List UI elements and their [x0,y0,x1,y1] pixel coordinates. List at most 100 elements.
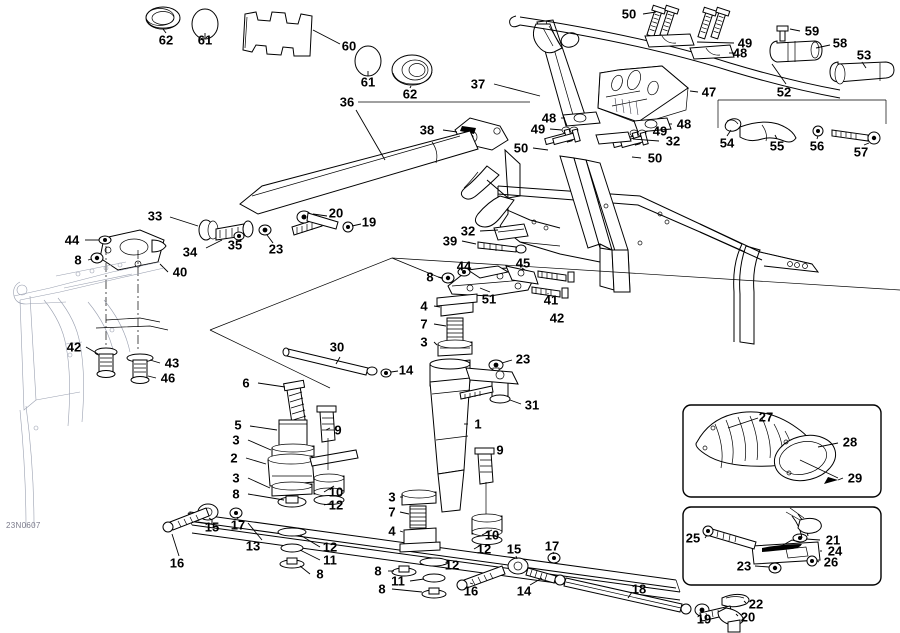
bellows-panel-frame [682,404,882,498]
callout-8e: 8 [374,563,382,579]
callout-23c: 23 [736,558,752,574]
callout-24: 24 [827,543,843,559]
callout-15: 15 [204,519,220,535]
callout-36: 36 [339,94,355,110]
callout-12b: 12 [322,539,338,555]
part-32-shim-lower [493,223,529,241]
callout-19b: 19 [696,611,712,627]
part-8-nut-c [391,565,417,577]
callout-55: 55 [769,138,785,154]
callout-53: 53 [856,47,872,63]
callout-6: 6 [242,375,250,391]
part-52-handlebar [509,15,841,99]
part-49-bracket-upper [644,33,695,48]
part-62-bushing-topleft [145,6,181,30]
callout-8f: 8 [378,581,386,597]
callout-40: 40 [172,264,188,280]
part-41-bolt-upper [537,270,575,283]
part-8-nut-d [421,587,447,599]
callout-38: 38 [419,122,435,138]
part-41-bolt-lower [531,286,569,299]
part-3-washer-b [271,481,313,497]
part-8-nut-mid [441,272,455,284]
part-10-spacer-right [471,513,503,537]
callout-4b: 4 [388,523,396,539]
callout-8d: 8 [316,566,324,582]
callout-48c: 48 [676,116,692,132]
callout-17: 17 [230,517,246,533]
part-59-bolt [776,25,789,42]
callout-2: 2 [230,450,238,466]
callout-49: 49 [737,35,753,51]
part-19-nut [342,221,354,233]
callout-10b: 10 [484,527,500,543]
part-9-bolt-left [316,405,337,443]
part-34-rod [215,220,254,241]
part-62-bushing-second [391,54,433,86]
part-39-pin [477,241,527,254]
part-50-bolts-upper-left [646,4,680,38]
part-12-washer-left [313,495,345,505]
part-40-bracket [99,229,167,271]
diagram-watermark: 23N0607 [6,521,41,530]
callout-8: 8 [74,252,82,268]
callout-4: 4 [420,298,428,314]
part-29-arrow [824,477,838,484]
callout-42: 42 [66,339,82,355]
callout-61b: 61 [360,74,376,90]
part-42-bolt [94,347,118,378]
callout-3e: 3 [388,489,396,505]
callout-48: 48 [732,45,748,61]
part-11-washer-b [280,543,304,553]
callout-62b: 62 [402,86,418,102]
callout-1: 1 [474,416,482,432]
part-1-shock-body [429,358,471,513]
callout-45: 45 [515,255,531,271]
part-12-washer-right [471,535,503,545]
part-48-bracket-right [633,117,672,133]
part-11-washer-c [422,573,446,583]
pedal-panel-frame [682,506,882,586]
part-8-nut-b [279,557,305,569]
part-32-shim-upper [595,131,632,145]
part-9-bolt-right [474,447,495,485]
callout-56: 56 [809,138,825,154]
callout-19: 19 [361,214,377,230]
callout-50c: 50 [647,150,663,166]
frame-assembly [460,148,820,345]
part-22-bushing-br [721,593,750,608]
part-23-nut-pedal [768,562,782,574]
callout-43: 43 [164,355,180,371]
callout-26: 26 [823,554,839,570]
callout-12c: 12 [476,541,492,557]
callout-32b: 32 [460,223,476,239]
pedal-bracket-ghost [777,507,822,549]
callout-54: 54 [719,135,735,151]
part-2-mount [267,449,359,487]
part-60-panel [242,11,313,57]
callout-12d: 12 [444,557,460,573]
part-35-washer [233,231,245,241]
callout-27: 27 [758,409,774,425]
part-37-steering-column [532,19,587,127]
callout-15b: 15 [506,541,522,557]
part-48-bracket-upper [689,44,735,60]
callout-47: 47 [701,84,717,100]
callout-20b: 20 [740,609,756,625]
ghost-chassis-left [13,261,165,529]
part-24-pedal [751,541,821,565]
callout-28: 28 [842,434,858,450]
callout-23: 23 [268,241,284,257]
arm-shock-mount [465,367,519,385]
part-23-nut [258,224,272,236]
callout-3c: 3 [232,432,240,448]
callout-62: 62 [158,32,174,48]
part-18-tie-rod [563,577,692,615]
part-8-nut-left [90,252,104,264]
part-12-washer-b [277,527,307,537]
callout-60: 60 [341,38,357,54]
callout-57: 57 [853,144,869,160]
part-14-pin-upper [380,368,392,378]
callout-13: 13 [245,538,261,554]
